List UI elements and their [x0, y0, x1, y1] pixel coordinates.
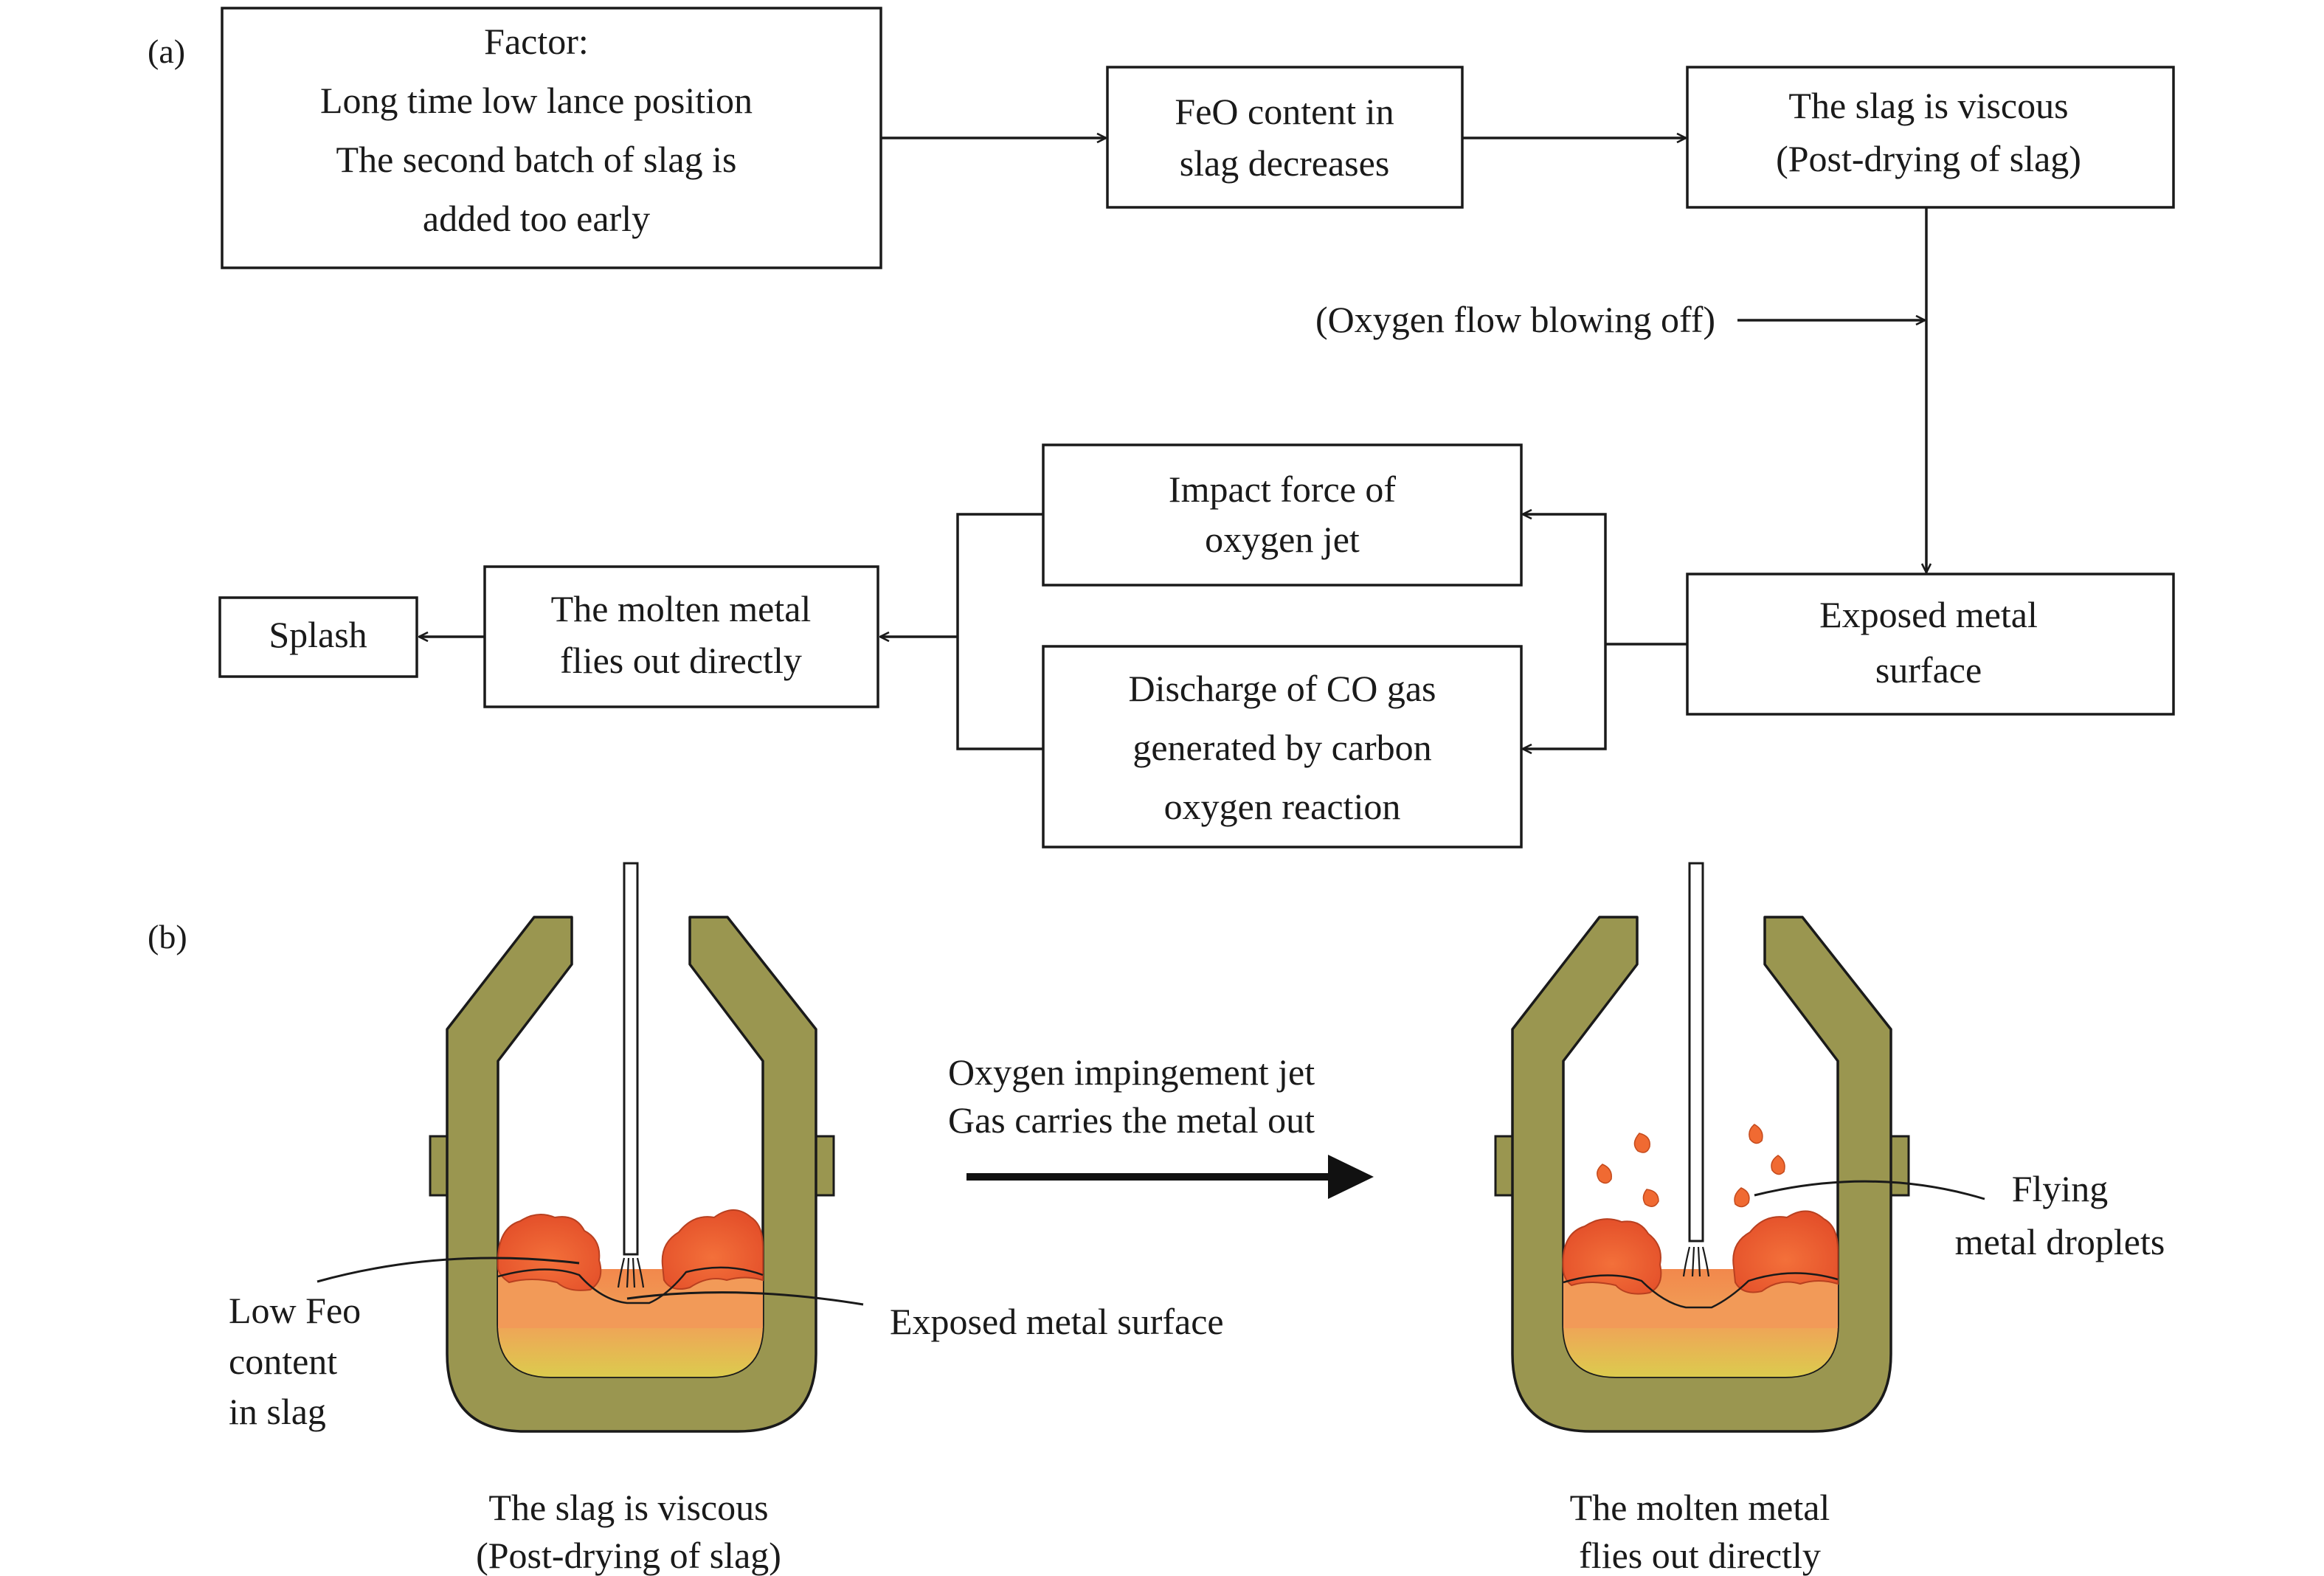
viscous-line-1: The slag is viscous: [1788, 85, 2068, 126]
arrow-caption-line-2: Gas carries the metal out: [948, 1099, 1315, 1141]
exposed-surface-label: Exposed metal surface: [890, 1301, 1224, 1342]
droplet: [1633, 1133, 1650, 1153]
arrow-exposed-to-co: [1523, 644, 1607, 749]
arrow-exposed-to-impact: [1523, 514, 1607, 644]
converter-left: [429, 862, 835, 1433]
slag-left-b: [661, 1209, 764, 1290]
trunnion-right-l: [1494, 1135, 1515, 1197]
trunnion-left-l: [429, 1135, 449, 1197]
slag-bath-line-right: [1563, 1272, 1839, 1309]
arrow-caption-line-1: Oxygen impingement jet: [948, 1051, 1315, 1093]
factor-line-2: Long time low lance position: [320, 80, 753, 121]
left-caption-line-2: (Post-drying of slag): [476, 1535, 781, 1576]
impact-box: Impact force of oxygen jet: [1042, 443, 1523, 587]
trunnion-right-r: [1889, 1135, 1910, 1197]
flying-line-2: metal droplets: [1955, 1221, 2165, 1262]
factor-line-4: added too early: [423, 198, 650, 239]
impact-line-2: oxygen jet: [1205, 519, 1360, 560]
low-feo-line-3: in slag: [229, 1391, 326, 1432]
exposed-box-frame: [1686, 573, 2175, 716]
co-line-2: generated by carbon: [1132, 727, 1431, 768]
factor-box-frame: [221, 7, 882, 269]
exposed-box: Exposed metal surface: [1686, 573, 2175, 716]
flying-line-1: Flying: [2012, 1168, 2109, 1209]
droplet: [1642, 1189, 1659, 1207]
droplet: [1597, 1164, 1612, 1184]
feo-box-frame: [1106, 66, 1464, 209]
molten-box-frame: [483, 565, 879, 708]
left-caption-line-1: The slag is viscous: [488, 1487, 768, 1528]
molten-box: The molten metal flies out directly: [483, 565, 879, 708]
co-box: Discharge of CO gas generated by carbon …: [1042, 645, 1523, 849]
splash-box: Splash: [218, 596, 418, 678]
jet-right: [1682, 1246, 1710, 1277]
factor-line-3: The second batch of slag is: [336, 139, 737, 180]
impact-box-frame: [1042, 443, 1523, 587]
lance-right: [1688, 862, 1704, 1243]
panel-b-label: (b): [148, 918, 187, 955]
right-caption-line-1: The molten metal: [1570, 1487, 1830, 1528]
jet-left: [617, 1257, 645, 1288]
feo-line-1: FeO content in: [1175, 91, 1394, 132]
low-feo-line-1: Low Feo: [229, 1290, 361, 1331]
merge-impact: [956, 513, 1043, 637]
slag-right-a: [1562, 1218, 1662, 1295]
droplet: [1734, 1187, 1750, 1208]
co-line-3: oxygen reaction: [1164, 786, 1401, 827]
right-caption-line-2: flies out directly: [1579, 1535, 1821, 1576]
splash-box-frame: [218, 596, 418, 678]
exposed-line-1: Exposed metal: [1819, 594, 2038, 635]
factor-box: Factor: Long time low lance position The…: [221, 7, 882, 269]
panel-a-label: (a): [148, 32, 185, 70]
slag-bath-line-left: [497, 1266, 764, 1304]
oxygen-flow-label: (Oxygen flow blowing off): [1315, 299, 1715, 340]
droplet: [1749, 1124, 1763, 1144]
panel-a: (a) Factor: Long time low lance position…: [148, 7, 2175, 849]
droplet: [1771, 1155, 1785, 1175]
slag-right-b: [1732, 1210, 1839, 1293]
slag-left-a: [497, 1214, 602, 1291]
co-box-frame: [1042, 645, 1523, 849]
trunnion-left-r: [815, 1135, 835, 1197]
converter-right: [1494, 862, 1910, 1433]
factor-line-1: Factor:: [484, 21, 589, 62]
panel-b: (b) Low Feo content in slag Exposed meta…: [148, 862, 2165, 1576]
lance-left: [623, 862, 639, 1256]
viscous-box: The slag is viscous (Post-drying of slag…: [1686, 66, 2175, 209]
feo-box: FeO content in slag decreases: [1106, 66, 1464, 209]
merge-co: [956, 637, 1043, 750]
leader-low-feo: [317, 1257, 580, 1283]
leader-flying-droplets: [1754, 1180, 1985, 1200]
feo-line-2: slag decreases: [1180, 142, 1390, 184]
molten-line-1: The molten metal: [551, 588, 812, 629]
molten-line-2: flies out directly: [560, 640, 802, 681]
low-feo-line-2: content: [229, 1341, 337, 1382]
impact-line-1: Impact force of: [1169, 469, 1397, 510]
transition-arrow-head: [1328, 1155, 1374, 1199]
viscous-box-frame: [1686, 66, 2175, 209]
exposed-line-2: surface: [1875, 649, 1982, 691]
viscous-line-2: (Post-drying of slag): [1776, 138, 2081, 179]
leader-exposed-surface: [626, 1291, 864, 1306]
co-line-1: Discharge of CO gas: [1128, 668, 1436, 709]
splash-text: Splash: [269, 614, 367, 655]
metal-droplets: [1597, 1124, 1785, 1208]
